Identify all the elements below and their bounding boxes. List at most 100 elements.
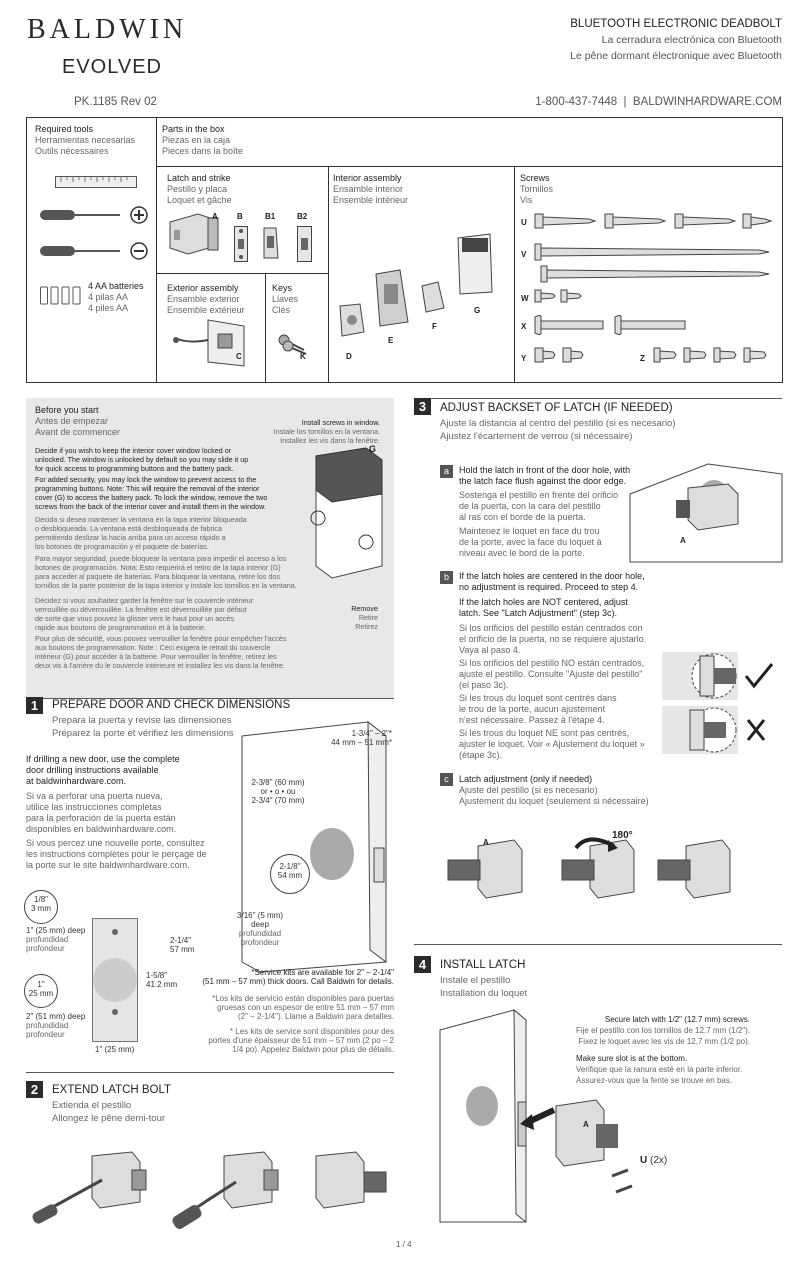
dim-bore-circle: [270, 854, 310, 894]
step-3b-badge: b: [440, 571, 453, 584]
step-3b-es-2: Si los orificios del pestillo NO están c…: [459, 658, 645, 690]
step-3b-es-1: Si los orificios del pestillo están cent…: [459, 623, 647, 655]
step-1-subtitle: Prepara la puerta y revise las dimension…: [52, 715, 234, 739]
service-note-en: *Service kits are available for 2" – 2-1…: [202, 968, 394, 986]
dim-158: 1-5/8"41.2 mm: [146, 971, 178, 989]
secure-latch-text: Secure latch with 1/2" (12.7 mm) screws.…: [575, 1015, 750, 1046]
screw-letter-y: Y: [521, 354, 527, 363]
dim-1in-circle: [24, 974, 58, 1008]
dim-thickness: 1-3/4" – 2"*44 mm – 51 mm*: [331, 729, 392, 747]
before-p2: For added security, you may lock the win…: [35, 475, 268, 511]
step-3c-letter-a: A: [483, 838, 489, 847]
brand-logo: BALDWIN: [27, 14, 188, 45]
screw-u-callout: U (2x): [640, 1155, 668, 1166]
door-dimensions-illustration: [241, 720, 387, 973]
screw-v-illustration: [534, 243, 770, 283]
step-3a-badge: a: [440, 465, 453, 478]
doc-number: PK.1185 Rev 02: [74, 96, 157, 108]
step-1-badge: 1: [26, 697, 43, 714]
latch-letter-b2: B2: [297, 212, 308, 221]
slot-bottom-text: Make sure slot is at the bottom.Verifiqu…: [576, 1054, 743, 1085]
screw-y-illustration: [534, 347, 584, 363]
step-1-en-text: If drilling a new door, use the complete…: [26, 754, 180, 786]
interior-letter-g: G: [474, 306, 481, 315]
rotation-angle-label: 180°: [612, 830, 633, 841]
before-callout-top: Install screws in window.Instale los tor…: [273, 418, 380, 445]
step-3b-en-1: If the latch holes are centered in the d…: [459, 571, 645, 592]
step-3c-fr: Ajustement du loquet (seulement si néces…: [459, 796, 649, 806]
service-note-fr: * Les kits de service sont disponibles p…: [208, 1027, 394, 1054]
ruler-icon: [55, 176, 137, 188]
latch-at-door-hole-illustration: [629, 463, 783, 563]
step-3b-en-2: If the latch holes are NOT centered, adj…: [459, 597, 628, 618]
install-latch-illustration: [439, 1008, 633, 1224]
screw-w-illustration: [534, 289, 582, 303]
screw-letter-u: U: [521, 218, 527, 227]
dim-214: 2-1/4"57 mm: [170, 936, 195, 954]
step-3c-es: Ajuste del pestillo (si es necesario): [459, 785, 598, 795]
dim-18: 1/8"3 mm: [31, 895, 51, 913]
step-2-title: EXTEND LATCH BOLT: [52, 1084, 172, 1096]
page-number: 1 / 4: [396, 1240, 412, 1249]
dim-1in: 1"25 mm: [28, 980, 54, 998]
dim-18-circle: [24, 890, 58, 924]
before-p4: Para mayor seguridad, puede bloquear la …: [35, 554, 297, 590]
parts-table: [26, 117, 783, 383]
step-3a-letter-a: A: [680, 536, 686, 545]
step-3a-es: Sostenga el pestillo en frente del orifi…: [459, 490, 619, 522]
before-p5: Décidez si vous souhaitez garder la fenê…: [35, 596, 254, 632]
before-callout-g: G: [369, 444, 377, 454]
latch-rotation-illustration: [447, 837, 731, 899]
strike-plate-b: [234, 226, 248, 262]
screw-letter-w: W: [521, 294, 529, 303]
product-title-es: La cerradura electrónica con Bluetooth: [601, 34, 782, 46]
interior-circuit-e: [375, 269, 409, 327]
step-3c-badge: c: [440, 773, 453, 786]
exterior-assembly-illustration: [173, 319, 245, 367]
screw-x-illustration: [534, 315, 686, 335]
edge-bore-template: [92, 918, 138, 1042]
check-icon: [746, 664, 747, 665]
keys-letter-k: K: [300, 352, 306, 361]
latch-letter-b: B: [237, 212, 243, 221]
latch-letter-a: A: [212, 212, 218, 221]
interior-cover-g: [457, 233, 493, 295]
latch-part-illustration: [169, 213, 219, 255]
step-3b-fr-2: Si les trous du loquet NE sont pas centr…: [459, 728, 645, 760]
interior-cover-window-illustration: [310, 447, 383, 579]
before-p1: Decide if you wish to keep the interior …: [35, 446, 249, 473]
before-p6: Pour plus de sécurité, vous pouvez verro…: [35, 634, 287, 670]
interior-letter-f: F: [432, 322, 437, 331]
interior-letter-d: D: [346, 352, 352, 361]
step-3c-en: Latch adjustment (only if needed): [459, 774, 593, 784]
screw-letter-z: Z: [640, 354, 645, 363]
off-center-latch-x-illustration: [662, 706, 766, 754]
step-2-badge: 2: [26, 1081, 43, 1098]
step-4-title: INSTALL LATCH: [440, 959, 526, 971]
x-mark-icon: [748, 720, 749, 721]
interior-mount-plate-d: [339, 303, 365, 337]
screw-z-illustration: [653, 347, 767, 363]
step-4-letter-a: A: [583, 1120, 589, 1129]
service-note-es: *Los kits de servicio están disponibles …: [212, 994, 394, 1021]
step-3-subtitle: Ajuste la distancia al centro del pestil…: [440, 418, 676, 442]
phillips-screwdriver-icon: [40, 206, 148, 224]
flat-screwdriver-icon: [40, 242, 148, 260]
strike-plate-b2: [297, 226, 312, 262]
step-3b-fr-1: Si les trous du loquet sont centrés dans…: [459, 693, 617, 725]
interior-letter-e: E: [388, 336, 394, 345]
strike-box-b1: [263, 227, 279, 259]
screw-u-illustration: [534, 213, 773, 229]
dim-bottom: 1" (25 mm): [95, 1045, 135, 1054]
